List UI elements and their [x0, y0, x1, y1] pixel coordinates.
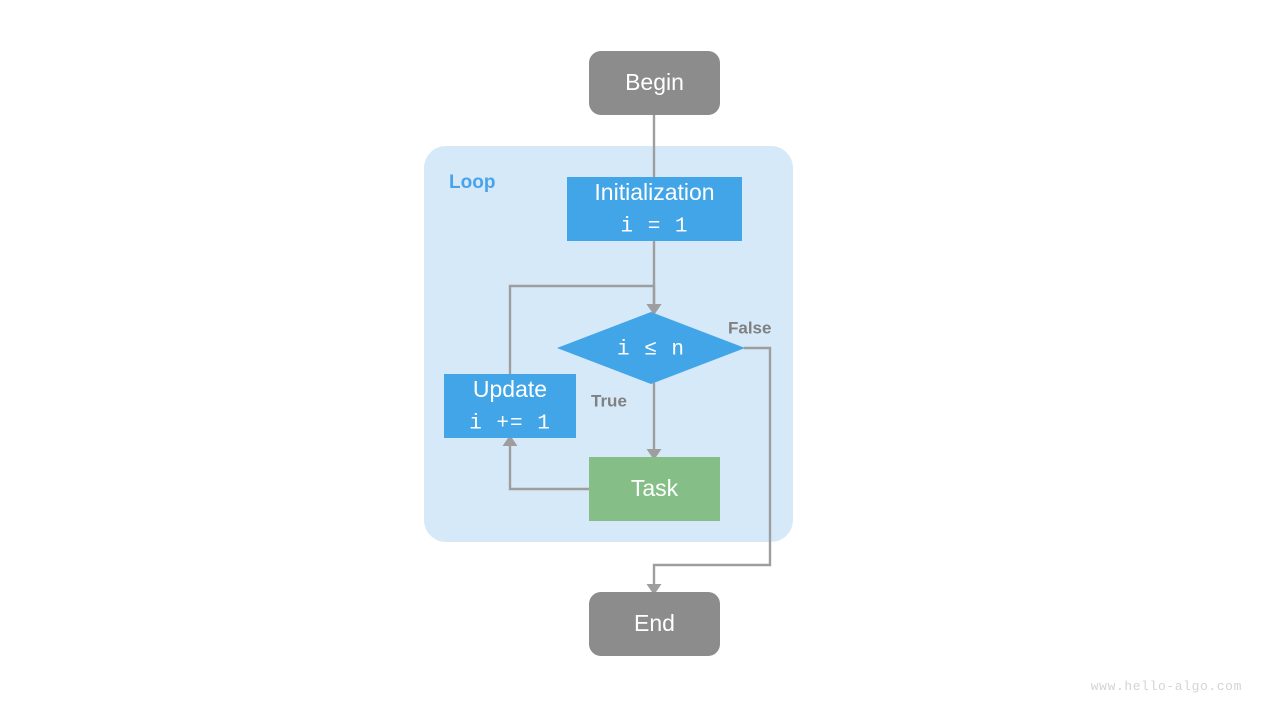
begin-node: Begin [589, 51, 720, 115]
begin-node-label: Begin [625, 69, 684, 95]
condition-node: i ≤ n [557, 312, 745, 384]
edge-condition-false-to-end-arrowhead [646, 584, 662, 595]
initialization-node: Initialization i = 1 [567, 177, 742, 241]
end-node-shape [589, 592, 720, 656]
update-node-shape [444, 374, 576, 438]
initialization-node-sublabel: i = 1 [620, 216, 688, 239]
watermark-text: www.hello-algo.com [1091, 679, 1242, 694]
edge-label-true: True [591, 391, 627, 410]
edge-task-to-update [508, 443, 591, 491]
task-node: Task [589, 457, 720, 521]
initialization-node-shape [567, 177, 742, 241]
end-node: End [589, 592, 720, 656]
begin-node-shape [589, 51, 720, 115]
update-node-label: Update [473, 376, 547, 402]
edge-update-to-condition [508, 284, 656, 376]
update-node-sublabel: i += 1 [469, 413, 551, 436]
task-node-shape [589, 457, 720, 521]
initialization-node-label: Initialization [594, 179, 714, 205]
condition-node-label: i ≤ n [617, 339, 685, 362]
update-node: Update i += 1 [444, 374, 576, 438]
edge-condition-false-to-end [652, 346, 772, 587]
edge-labels-layer: True False [591, 318, 771, 410]
edge-task-to-update-arrowhead [502, 435, 518, 446]
end-node-label: End [634, 610, 675, 636]
edge-label-false: False [728, 318, 771, 337]
loop-group-label: Loop [449, 172, 495, 193]
edge-update-to-condition-arrowhead [646, 304, 662, 315]
edges-layer [502, 113, 772, 595]
task-node-label: Task [631, 475, 679, 501]
edge-condition-true-to-task-arrowhead [646, 449, 662, 460]
condition-node-shape [557, 312, 745, 384]
